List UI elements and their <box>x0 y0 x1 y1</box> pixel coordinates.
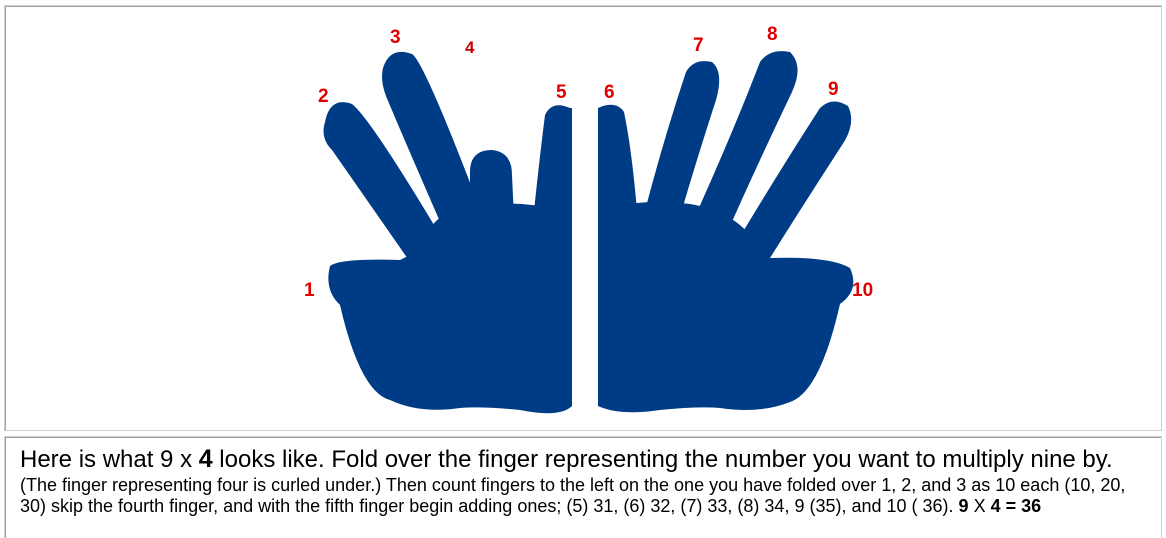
hands-illustration: 1 2 3 4 5 6 7 8 9 10 <box>0 0 1166 432</box>
caption-multiplier: 4 <box>199 445 213 473</box>
left-finger-5 <box>530 105 572 250</box>
finger-label-1: 1 <box>304 280 315 301</box>
caption-instruction: looks like. Fold over the finger represe… <box>213 446 1113 473</box>
caption-eq-x: X <box>969 496 991 516</box>
finger-label-4: 4 <box>465 38 475 57</box>
finger-label-10: 10 <box>852 280 873 301</box>
finger-label-3: 3 <box>390 27 401 48</box>
left-finger-4 <box>470 150 515 242</box>
finger-label-5: 5 <box>556 82 567 103</box>
finger-label-7: 7 <box>693 35 704 56</box>
left-hand <box>324 52 572 413</box>
finger-label-6: 6 <box>604 82 615 103</box>
finger-label-2: 2 <box>318 86 329 107</box>
caption-intro: Here is what 9 x <box>20 446 199 473</box>
caption-eq-a: 9 <box>959 496 969 516</box>
right-finger-6 <box>598 105 640 252</box>
caption-text: Here is what 9 x 4 looks like. Fold over… <box>20 444 1150 518</box>
finger-label-9: 9 <box>828 79 839 100</box>
right-hand <box>598 51 853 412</box>
caption-eq-b: 4 = 36 <box>991 496 1042 516</box>
finger-label-8: 8 <box>767 24 778 45</box>
